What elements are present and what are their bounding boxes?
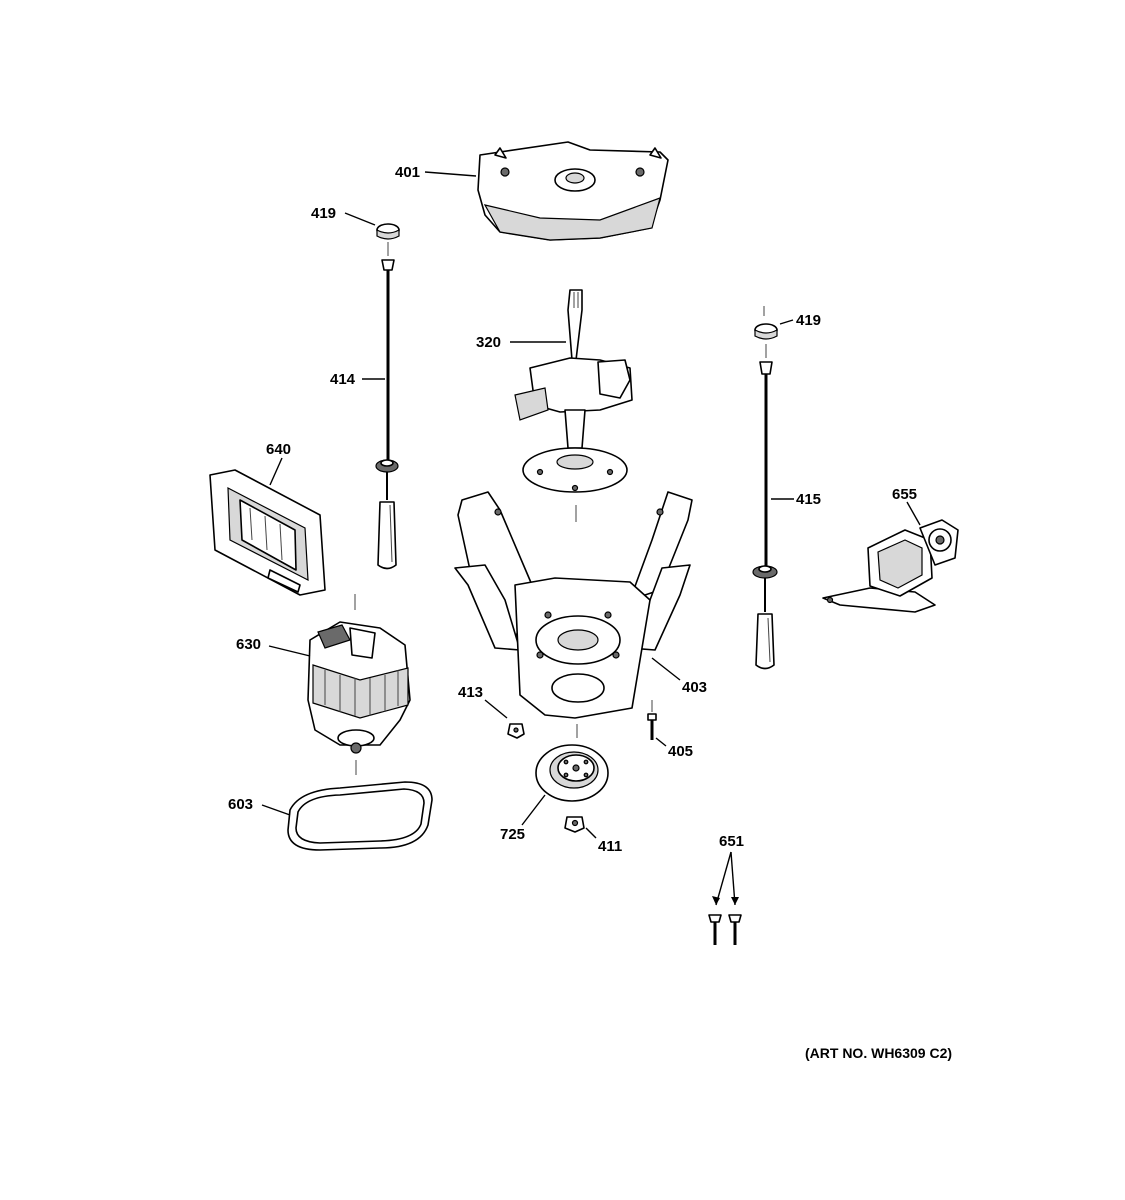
part-725-pulley[interactable] [535, 744, 609, 802]
part-419-cap-left[interactable] [376, 223, 400, 240]
label-411: 411 [598, 838, 622, 855]
part-603-belt[interactable] [287, 781, 433, 851]
label-630: 630 [236, 636, 261, 653]
part-415-suspension-rod[interactable] [752, 344, 778, 670]
label-415: 415 [796, 491, 821, 508]
label-419-left: 419 [311, 205, 336, 222]
part-411-nut[interactable] [564, 816, 585, 833]
part-405-bolt[interactable] [647, 700, 657, 740]
part-640-bracket[interactable] [209, 469, 326, 596]
part-419-cap-right[interactable] [754, 306, 778, 340]
label-725: 725 [500, 826, 525, 843]
part-401-cover[interactable] [477, 141, 669, 241]
part-320-transmission[interactable] [514, 289, 633, 522]
part-403-support[interactable] [454, 491, 693, 738]
label-655: 655 [892, 486, 917, 503]
label-403: 403 [682, 679, 707, 696]
label-401: 401 [395, 164, 420, 181]
label-320: 320 [476, 334, 501, 351]
part-413-nut[interactable] [507, 723, 525, 739]
label-651: 651 [719, 833, 744, 850]
label-419-right: 419 [796, 312, 821, 329]
label-413: 413 [458, 684, 483, 701]
label-414: 414 [330, 371, 356, 388]
label-405: 405 [668, 743, 693, 760]
label-603: 603 [228, 796, 253, 813]
part-655-pump[interactable] [822, 519, 959, 613]
part-651-screws[interactable] [708, 914, 742, 945]
label-640: 640 [266, 441, 291, 458]
art-number: (ART NO. WH6309 C2) [805, 1045, 952, 1061]
part-414-suspension-rod[interactable] [375, 242, 399, 570]
part-630-motor[interactable] [307, 594, 411, 775]
